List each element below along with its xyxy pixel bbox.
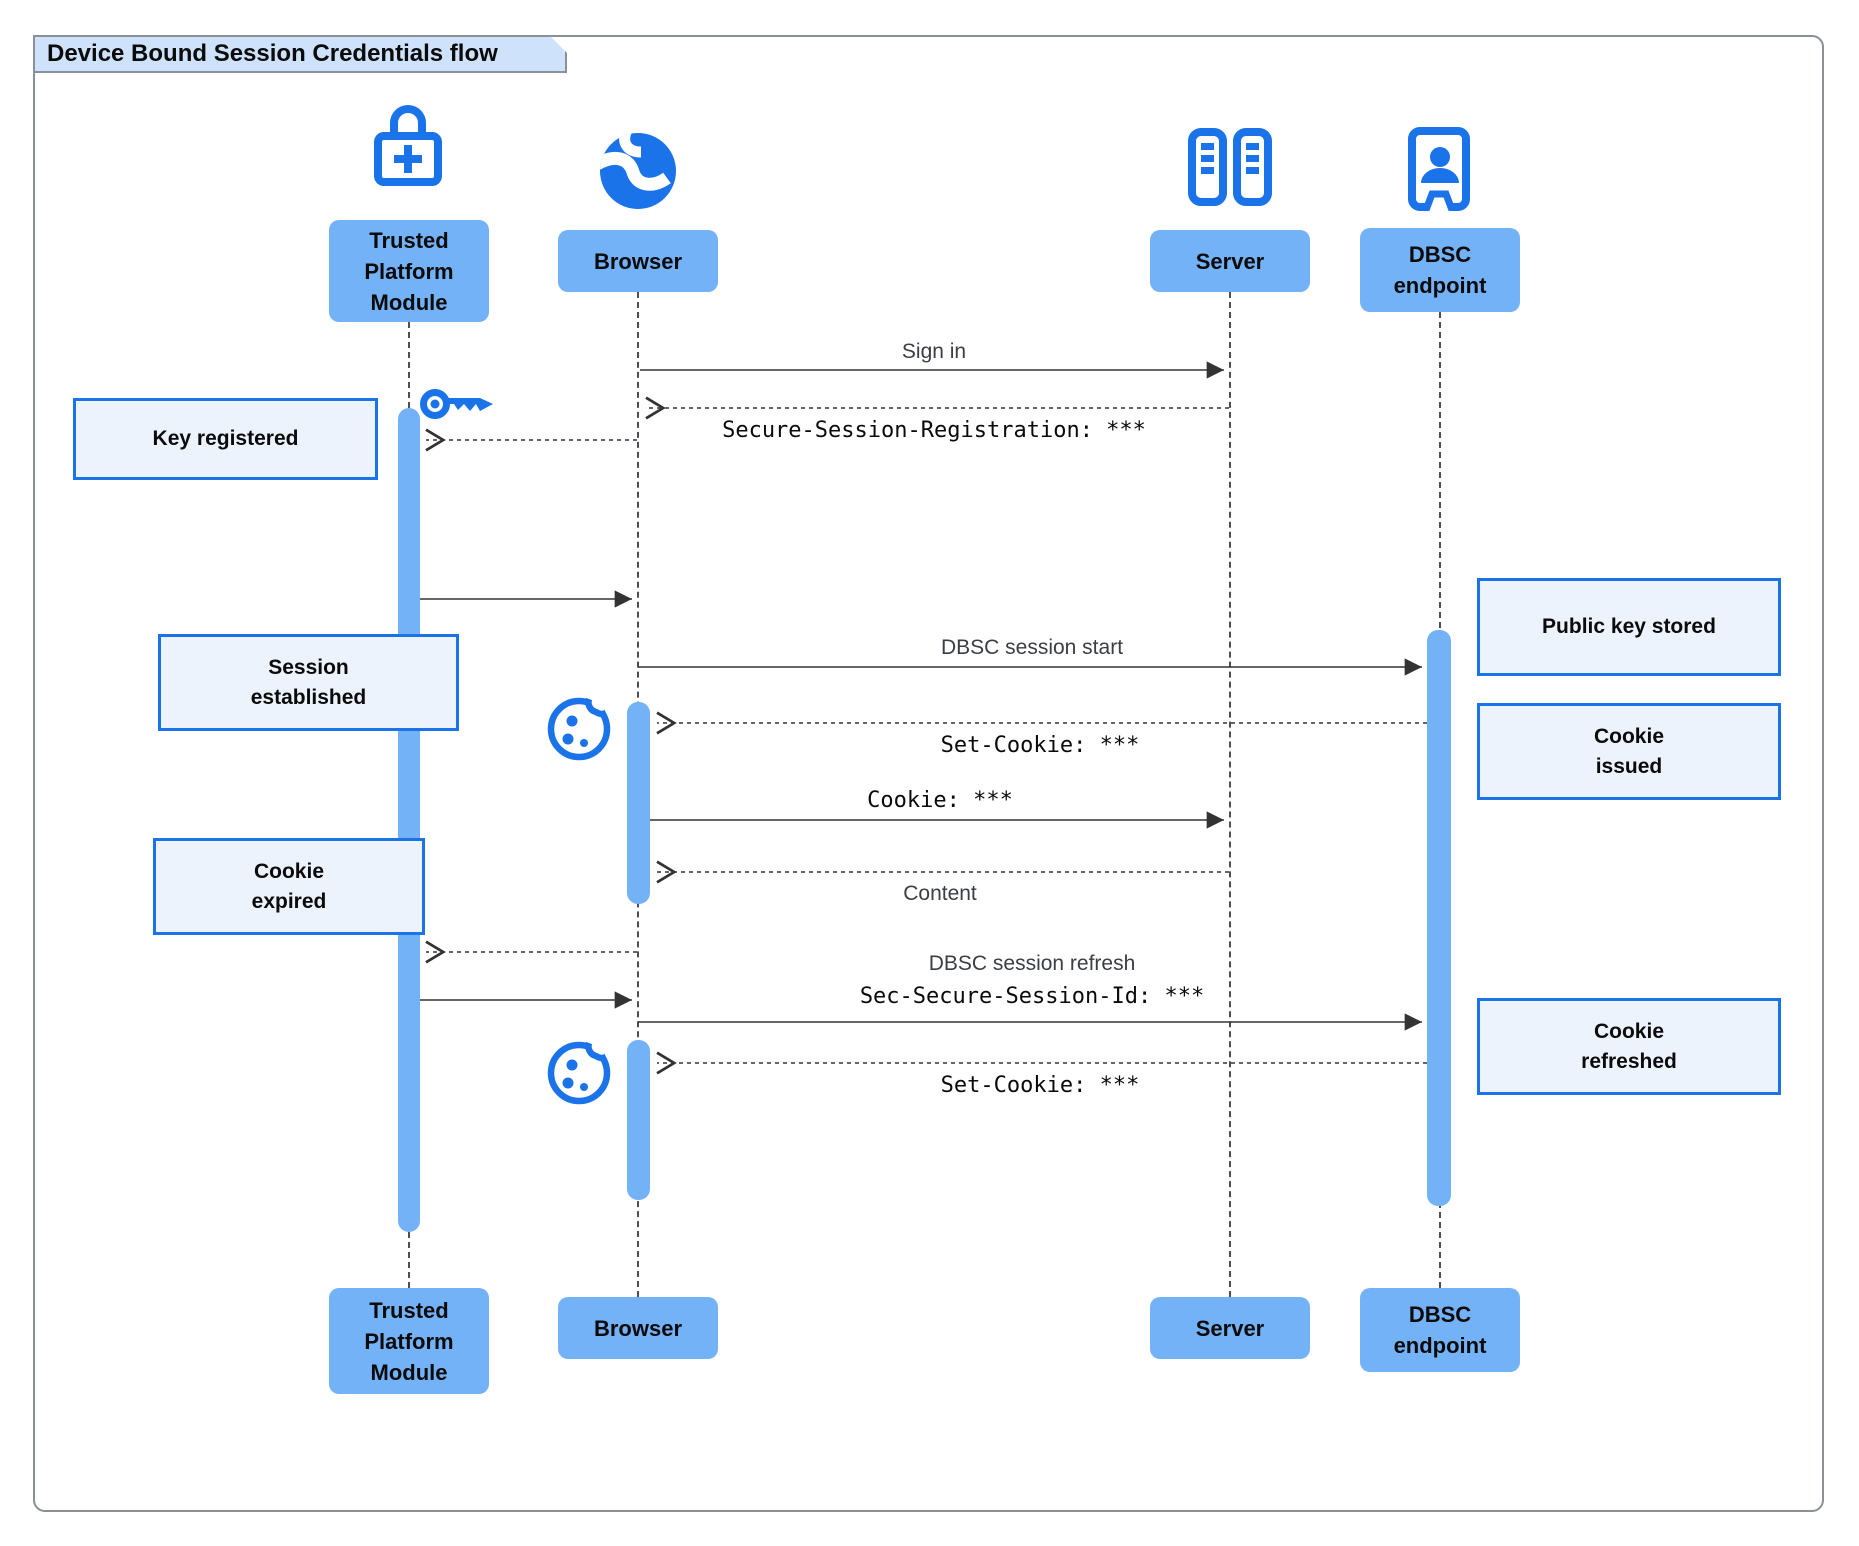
- actor-label-server-bottom: Server: [1150, 1297, 1310, 1359]
- actor-label-tpm-bottom: Trusted Platform Module: [329, 1288, 489, 1394]
- key-icon: [420, 389, 493, 419]
- activation-bar-tpm: [398, 408, 420, 1232]
- note-session-established: Session established: [158, 634, 459, 731]
- cookie-icon: [547, 695, 611, 761]
- activation-bar-dbsc-endpoint: [1427, 630, 1451, 1206]
- note-cookie-refreshed: Cookie refreshed: [1477, 998, 1781, 1095]
- note-cookie-expired: Cookie expired: [153, 838, 425, 935]
- message-label-secure-session-registration: Secure-Session-Registration: ***: [722, 418, 1146, 443]
- actor-label-browser-top: Browser: [558, 230, 718, 292]
- message-label-set-cookie-2: Set-Cookie: ***: [940, 1073, 1140, 1098]
- message-label-content: Content: [903, 882, 977, 905]
- diagram-frame: [33, 35, 1824, 1512]
- note-public-key-stored: Public key stored: [1477, 578, 1781, 676]
- actor-label-tpm-top: Trusted Platform Module: [329, 220, 489, 322]
- lock-plus-icon: [374, 105, 442, 186]
- message-label-sec-secure-session-id: Sec-Secure-Session-Id: ***: [859, 984, 1205, 1009]
- note-key-registered: Key registered: [73, 398, 378, 480]
- globe-icon: [600, 133, 676, 209]
- message-label-dbsc-session-start: DBSC session start: [940, 636, 1124, 659]
- message-label-sign-in: Sign in: [901, 340, 967, 363]
- message-label-set-cookie-1: Set-Cookie: ***: [940, 733, 1140, 758]
- note-cookie-issued: Cookie issued: [1477, 703, 1781, 800]
- cookie-icon: [547, 1039, 611, 1105]
- actor-label-server-top: Server: [1150, 230, 1310, 292]
- person-badge-icon: [1408, 127, 1470, 212]
- actor-label-dbsc-top: DBSC endpoint: [1360, 228, 1520, 312]
- actor-label-dbsc-bottom: DBSC endpoint: [1360, 1288, 1520, 1372]
- server-rack-icon: [1188, 128, 1272, 206]
- message-label-cookie: Cookie: ***: [867, 788, 1013, 813]
- diagram-title: Device Bound Session Credentials flow: [33, 35, 567, 73]
- activation-bar-browser-2: [627, 1040, 650, 1200]
- message-label-dbsc-session-refresh: DBSC session refresh: [928, 952, 1136, 975]
- activation-bar-browser-1: [627, 702, 650, 904]
- actor-label-browser-bottom: Browser: [558, 1297, 718, 1359]
- lifeline-server: [1229, 292, 1231, 1297]
